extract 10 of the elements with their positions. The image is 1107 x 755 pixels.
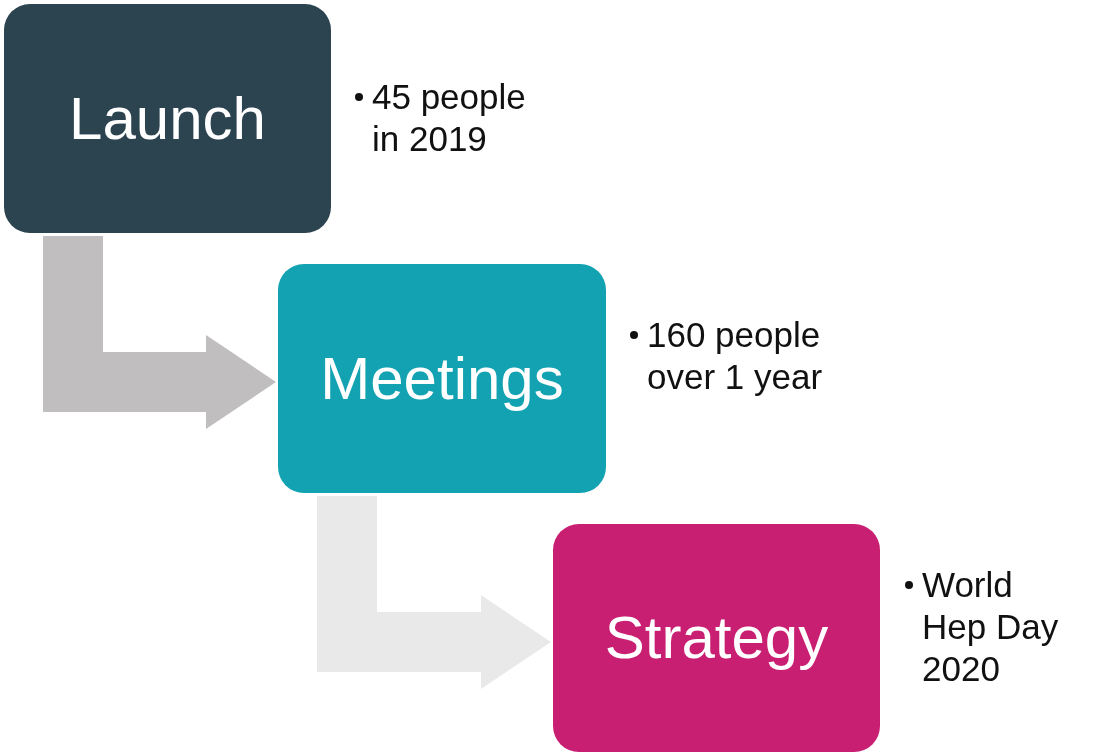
stage-title: Strategy xyxy=(604,608,829,668)
block-arrow xyxy=(43,236,276,429)
stage-box xyxy=(553,524,880,752)
stage-title: Launch xyxy=(69,88,266,149)
stage-box xyxy=(4,4,331,233)
stage-title: Meetings xyxy=(320,348,564,409)
note-text: 160 people over 1 year xyxy=(647,314,824,398)
stage-box xyxy=(278,264,606,493)
note-text: 45 people in 2019 xyxy=(372,76,527,160)
note-text: World Hep Day 2020 xyxy=(922,564,1060,690)
